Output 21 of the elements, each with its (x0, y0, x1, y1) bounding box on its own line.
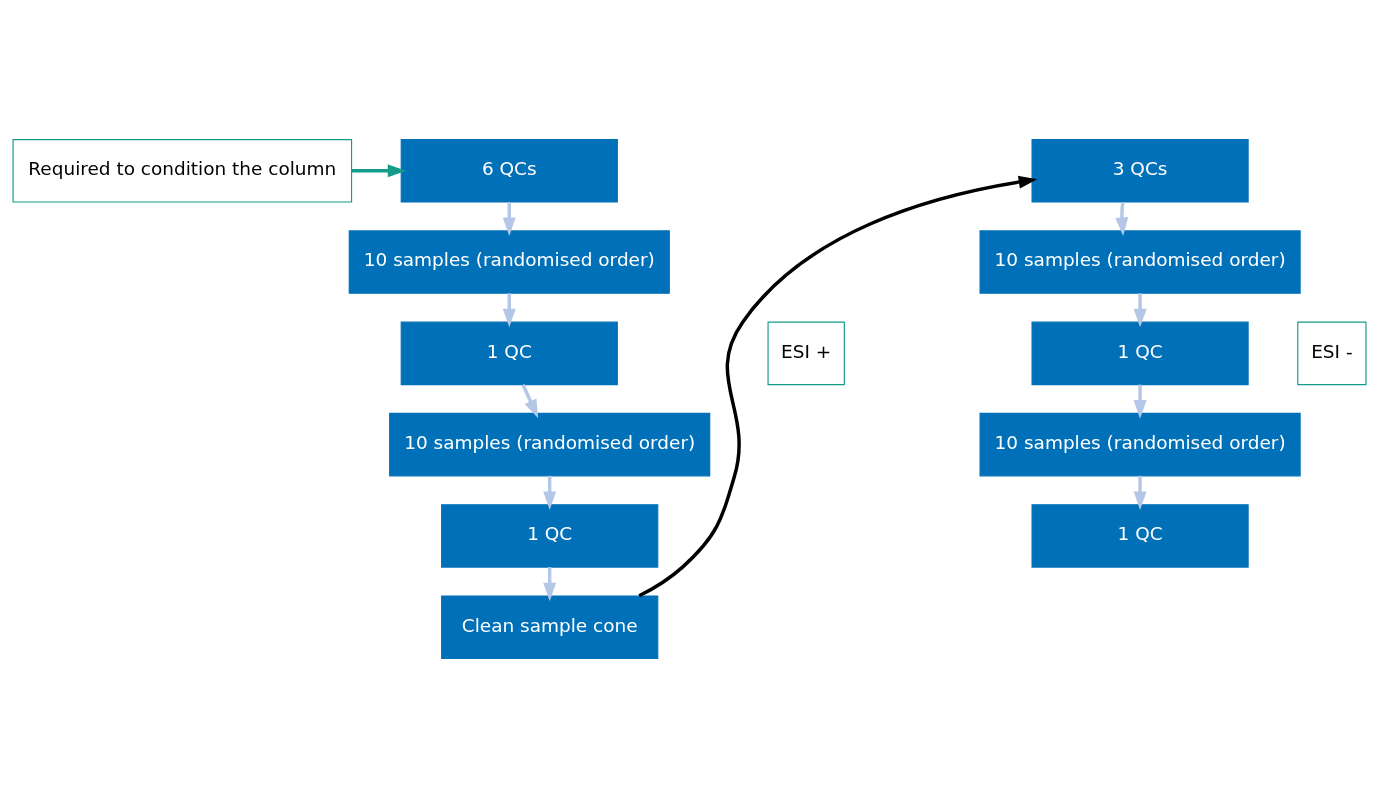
node-box: 1 QC (1031, 504, 1249, 568)
node-box: 10 samples (randomised order) (979, 412, 1301, 477)
arrow (521, 383, 539, 419)
node-box: 1 QC (441, 504, 659, 568)
node-box: 6 QCs (400, 139, 618, 203)
node-box: 10 samples (randomised order) (979, 230, 1301, 294)
arrow (1133, 475, 1147, 510)
arrow (1115, 201, 1129, 237)
node-box: 1 QC (400, 321, 618, 386)
node-box: ESI - (1297, 321, 1367, 386)
node-box: 10 samples (randomised order) (348, 230, 670, 294)
arrow (638, 175, 1038, 598)
node-box: 3 QCs (1031, 139, 1249, 203)
arrow (1133, 384, 1147, 419)
arrow (351, 164, 407, 178)
node-box: 1 QC (1031, 321, 1249, 386)
node-box: ESI + (767, 321, 845, 386)
arrow (1133, 293, 1147, 328)
node-box: Required to condition the column (12, 139, 353, 203)
node-box: 10 samples (randomised order) (389, 412, 711, 477)
node-box: Clean sample cone (441, 595, 659, 659)
